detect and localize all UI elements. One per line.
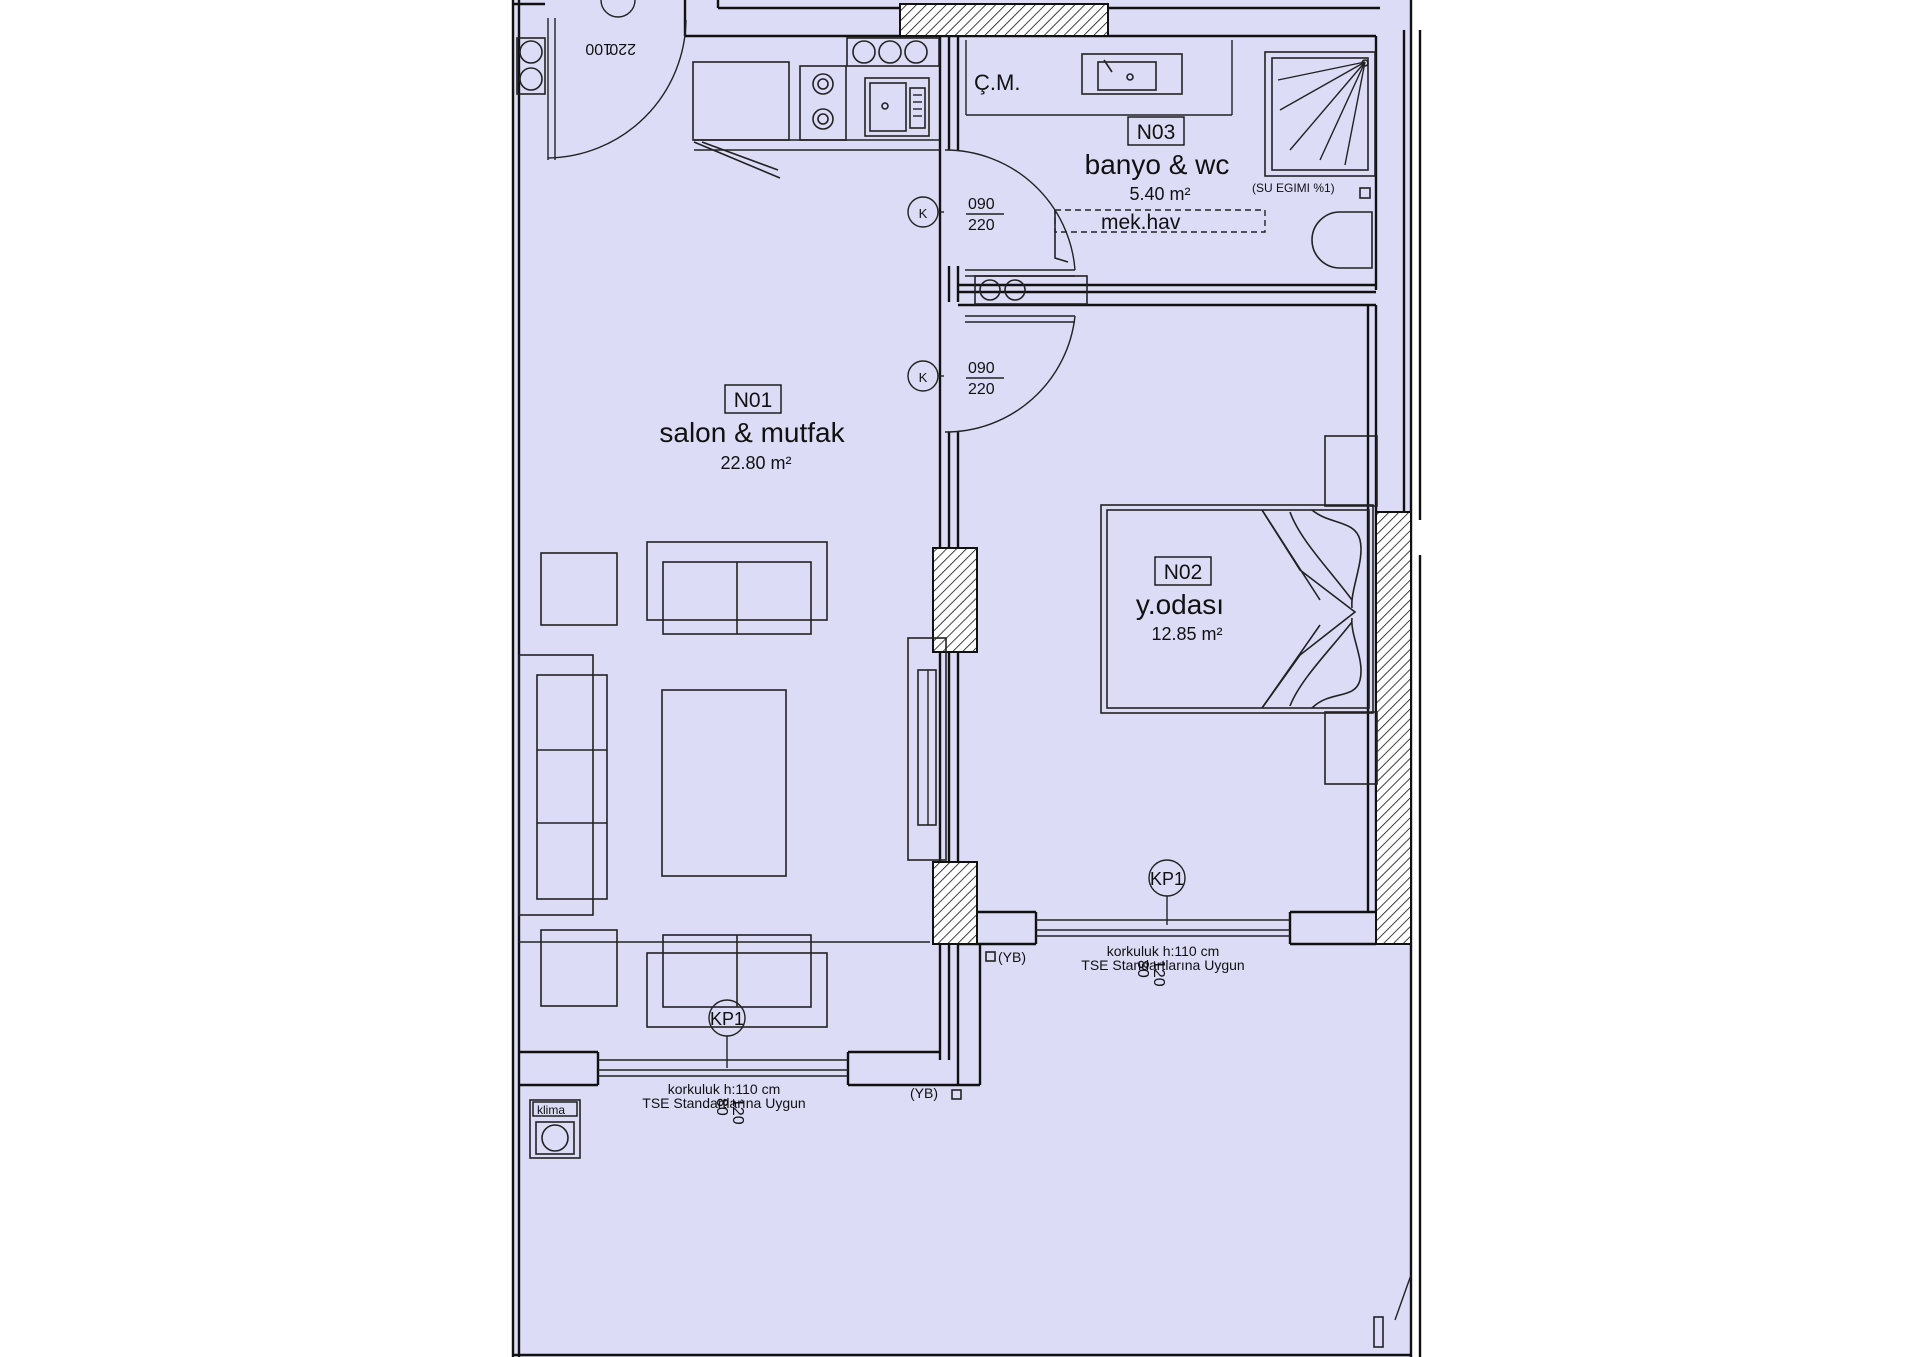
room-area-n01: 22.80 m²	[720, 453, 791, 473]
room-name-n02: y.odası	[1136, 589, 1224, 620]
door-height-bedroom: 220	[968, 381, 995, 398]
tse-label-2: TSE Standartlarına Uygun	[642, 1095, 805, 1111]
window-height-salon-1: 120	[729, 1098, 746, 1125]
entry-door-height: 220	[609, 40, 636, 57]
klima-unit	[529, 1099, 581, 1159]
markers	[600, 0, 1412, 1348]
columns	[899, 3, 1412, 945]
window-height-salon-2: 80	[713, 1098, 730, 1116]
door-height-bath: 220	[968, 217, 995, 234]
yb-label-2: (YB)	[910, 1085, 938, 1101]
door-tag-k-bedroom: K	[919, 370, 928, 385]
room-name-n03: banyo & wc	[1085, 149, 1230, 180]
yb-label-1: (YB)	[998, 949, 1026, 965]
room-tag-boxes	[724, 116, 1212, 586]
room-tag-n02: N02	[1164, 561, 1203, 584]
room-area-n02: 12.85 m²	[1151, 624, 1222, 644]
room-name-n01: salon & mutfak	[659, 417, 845, 448]
door-width-bath: 090	[968, 196, 995, 213]
door-tag-k-bath: K	[919, 206, 928, 221]
door-tags	[708, 196, 1186, 1068]
room-area-n03: 5.40 m²	[1129, 184, 1190, 204]
room-tag-n03: N03	[1137, 121, 1176, 144]
entry-door-width: 100	[585, 40, 612, 57]
kitchen-fixtures	[516, 37, 940, 179]
window-height-bedroom-2: 80	[1134, 960, 1151, 978]
korkuluk-label-2: korkuluk h:110 cm	[668, 1081, 781, 1097]
korkuluk-label-1: korkuluk h:110 cm	[1107, 943, 1220, 959]
door-width-bedroom: 090	[968, 360, 995, 377]
room-tag-n01: N01	[734, 389, 773, 412]
klima-label: klima	[537, 1103, 565, 1117]
salon-furniture	[518, 541, 947, 1028]
window-tag-kp1-bedroom: KP1	[1150, 869, 1184, 889]
bathroom-fixtures	[965, 40, 1376, 305]
cm-label: Ç.M.	[974, 70, 1020, 95]
window-tag-kp1-salon: KP1	[710, 1009, 744, 1029]
su-egimi-label: (SU EGIMI %1)	[1252, 181, 1335, 195]
tse-label-1: TSE Standartlarına Uygun	[1081, 957, 1244, 973]
room-fills	[513, 0, 1411, 1357]
window-height-bedroom-1: 120	[1150, 960, 1167, 987]
mek-hav-label: mek.hav	[1101, 211, 1181, 234]
bedroom-furniture	[1100, 435, 1378, 785]
